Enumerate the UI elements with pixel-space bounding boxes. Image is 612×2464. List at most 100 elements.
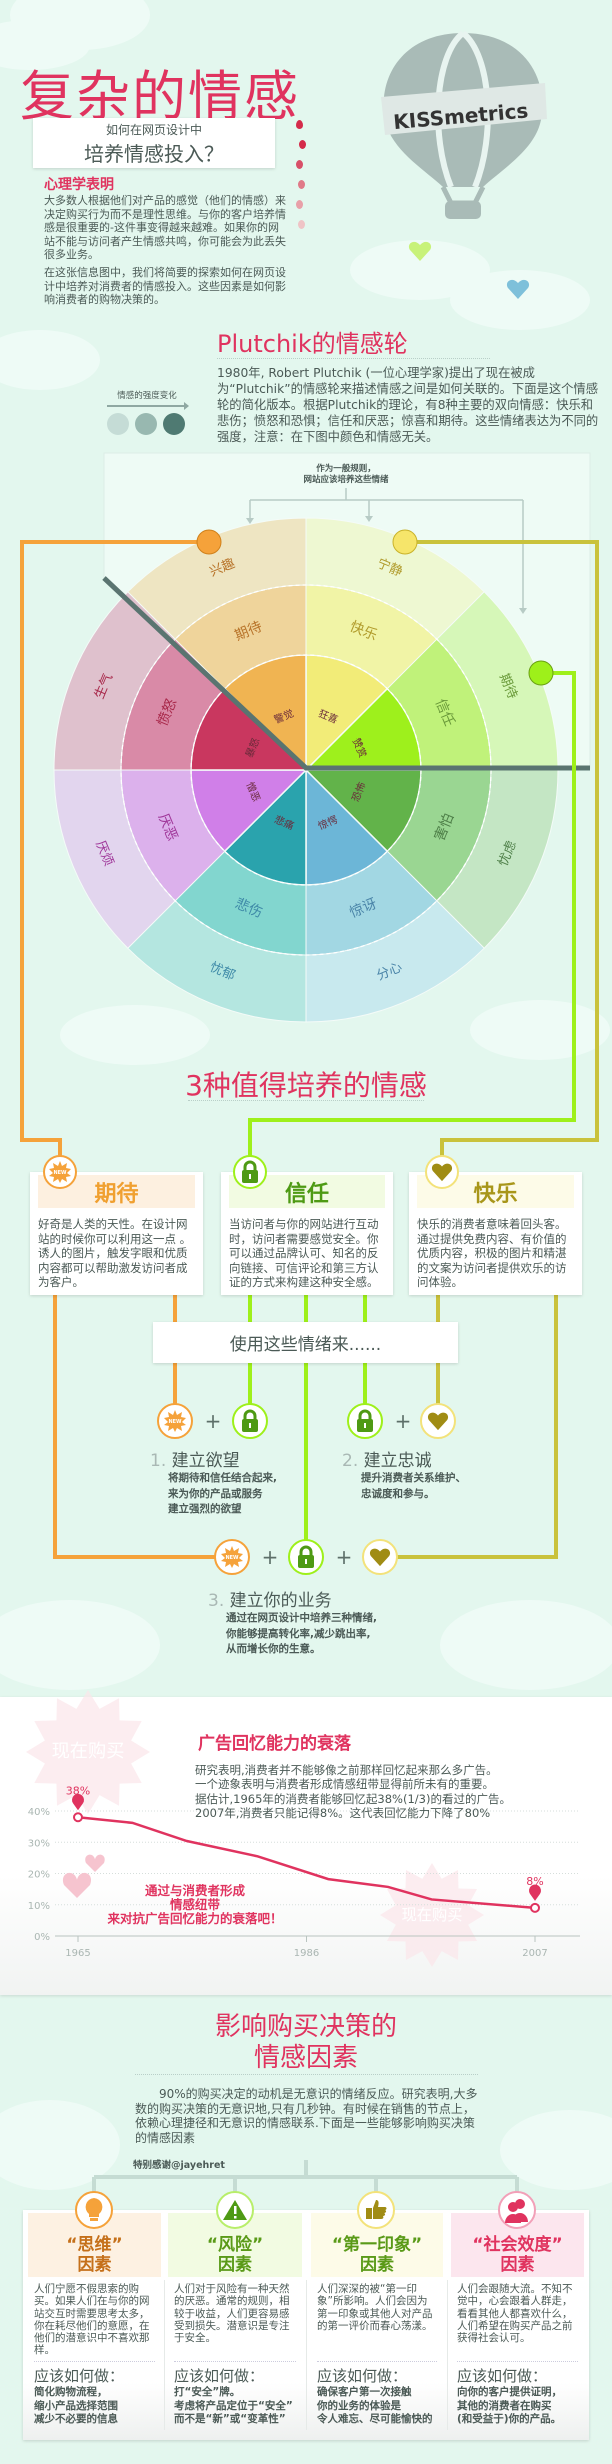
divider xyxy=(188,1100,424,1101)
action-line: 缩小产品选择范围 xyxy=(34,2399,118,2412)
combo-line: 从而增长你的生意。 xyxy=(226,1643,321,1655)
action-heading: 应该如何做： xyxy=(34,2367,125,2385)
thumbs-up-icon xyxy=(357,2191,395,2229)
factor-title: 因素 xyxy=(360,2255,394,2275)
plutchik-title: Plutchik的情感轮 xyxy=(217,330,408,358)
column-divider xyxy=(447,2280,448,2430)
lock-icon xyxy=(347,1403,383,1439)
factor-title: “第一印象” xyxy=(331,2235,423,2255)
emotion-card-anticipation: 期待 好奇是人类的天性。在设计网站的时候你可以利用这一点 。诱人的图片，触发字眼… xyxy=(30,1172,203,1295)
trust-node xyxy=(528,660,554,686)
factor-card-social-validity: “社会效度”因素 人们会跟随大流。不知不觉中，心会跟着人群走，看看其他人都喜欢什… xyxy=(451,2213,584,2427)
factor-body: 人们深深的被“第一印象”所影响。人们会因为第一印象或其他人对产品的第一评价而春心… xyxy=(317,2283,433,2332)
column-divider xyxy=(306,2280,307,2430)
chart-description-line: 据估计,1965年的消费者能够回忆起38%(1/3)的看过的广告。 xyxy=(195,1791,511,1806)
joy-node xyxy=(392,529,418,555)
combo-desire: 1. 建立欲望 将期待和信任结合起来, 来为你的产品或服务 建立强烈的欲望 xyxy=(150,1446,277,1518)
factor-card-first-impression: “第一印象”因素 人们深深的被“第一印象”所影响。人们会因为第一印象或其他人对产… xyxy=(311,2213,443,2427)
action-heading: 应该如何做： xyxy=(317,2367,408,2385)
combo-line: 建立强烈的欲望 xyxy=(168,1503,242,1515)
action-line: 打“安全”牌。 xyxy=(174,2386,241,2398)
combo-line: 提升消费者关系维护、 xyxy=(361,1472,466,1484)
warning-icon xyxy=(216,2191,254,2229)
chart-description-line: 一个迹象表明与消费者形成情感纽带显得前所未有的重要。 xyxy=(195,1777,494,1792)
panel-arrows xyxy=(249,488,524,610)
action-line: (和受益于)你的产品。 xyxy=(457,2413,562,2425)
combo-line: 通过在网页设计中培养三种情绪, xyxy=(226,1612,377,1624)
lock-icon xyxy=(288,1539,324,1575)
panel-note-line1: 作为一般规则， xyxy=(316,464,376,474)
chart-description-line: 研究表明,消费者并不能够像之前那样回忆起来那么多广告。 xyxy=(195,1763,498,1777)
emotion-card-joy: 快乐 快乐的消费者意味着回头客。通过提供免费内容、有价值的优质内容，积极的图片和… xyxy=(409,1172,582,1295)
factor-title: “风险” xyxy=(206,2235,264,2255)
factors-title-line1: 影响购买决策的 xyxy=(214,2012,397,2042)
panel-note: 作为一般规则， 网站应该培养这些情绪 xyxy=(266,464,426,486)
factor-card-risk: “风险”因素 人们对于风险有一种天然的厌恶。通常的规则，相较于收益，人们更容易感… xyxy=(168,2213,302,2427)
heart-icon xyxy=(362,1539,398,1575)
card-body: 好奇是人类的天性。在设计网站的时候你可以利用这一点 。诱人的图片，触发字眼和优质… xyxy=(38,1217,192,1289)
subtitle-box: 如何在网页设计中 培养情感投入？ xyxy=(33,118,275,168)
combo-title: 建立忠诚 xyxy=(363,1451,432,1471)
factor-body: 人们对于风险有一种天然的厌恶。通常的规则，相较于收益，人们更容易感受到损失。潜意… xyxy=(174,2283,290,2345)
intensity-high-dot xyxy=(163,413,185,435)
combo-line: 忠诚度和参与。 xyxy=(361,1487,435,1500)
svg-text:NEW: NEW xyxy=(53,1170,67,1176)
factor-body: 人们会跟随大流。不知不觉中，心会跟着人群走，看看其他人都喜欢什么，人们希望在购买… xyxy=(457,2283,573,2345)
action-line: 确保客户第一次接触 xyxy=(317,2386,412,2398)
combo-number: 3. xyxy=(208,1591,225,1611)
chart-description-line: 2007年,消费者只能记得8%。这代表回忆能力下降了80% xyxy=(195,1805,491,1820)
action-line: 其他的消费者在购买 xyxy=(457,2399,552,2412)
page-title: 复杂的情感 xyxy=(20,65,300,128)
intensity-low-dot xyxy=(107,413,129,435)
anticipation-node xyxy=(196,529,222,555)
cloud xyxy=(0,1600,160,1690)
factors-connector xyxy=(92,2160,519,2195)
factor-title: “思维” xyxy=(66,2235,123,2255)
cloud xyxy=(440,1600,612,1690)
plus-sign: + xyxy=(394,1409,412,1433)
cloud xyxy=(500,2110,612,2190)
cloud xyxy=(470,1000,610,1060)
card-body: 当访问者与你的网站进行互动时，访问者需要感觉安全。你可以通过品牌认可、知名的反向… xyxy=(229,1217,379,1289)
new-badge-icon: NEW xyxy=(214,1539,250,1575)
plus-sign: + xyxy=(261,1545,279,1569)
action-line: 考虑将产品定位于“安全” xyxy=(174,2399,293,2412)
new-badge-icon: NEW xyxy=(43,1155,77,1189)
credit-text: 特别感谢@jayehret xyxy=(133,2160,225,2171)
plus-sign: + xyxy=(204,1409,222,1433)
factors-title: 影响购买决策的 情感因素 xyxy=(0,2012,612,2074)
action-line: 你的业务的体验是 xyxy=(317,2399,401,2412)
action-line: 而不是“新”或“变革性” xyxy=(174,2413,286,2425)
cloud xyxy=(450,270,590,330)
action-line: 简化购物流程， xyxy=(34,2386,108,2398)
factors-paragraph: 90%的购买决定的动机是无意识的情绪反应。研究表明,大多数的购买决策的无意识地,… xyxy=(135,2087,478,2145)
lock-icon xyxy=(233,1155,267,1189)
heart-icon xyxy=(408,241,432,261)
intro-paragraph-2: 在这张信息图中，我们将简要的探索如何在网页设计中培养对消费者的情感投入。这些因素… xyxy=(44,266,286,306)
plutchik-paragraph: 1980年, Robert Plutchik (一位心理学家)提出了现在被成为“… xyxy=(217,366,599,444)
combo-title: 建立你的业务 xyxy=(229,1591,332,1611)
combo-line: 将期待和信任结合起来, xyxy=(168,1472,277,1484)
factor-title: 因素 xyxy=(500,2255,535,2275)
factors-title-line2: 情感因素 xyxy=(253,2043,358,2073)
action-heading: 应该如何做： xyxy=(457,2367,548,2385)
factor-body: 人们宁愿不假思索的购买。如果人们在与你的网站交互时需要思考太多，你在耗尽他们的意… xyxy=(34,2283,150,2357)
action-line: 向你的客户提供证明， xyxy=(457,2386,562,2398)
annotation-line: 通过与消费者形成 xyxy=(144,1883,245,1898)
chart-annotation: 通过与消费者形成 情感纽带 来对抗广告回忆能力的衰落吧！ xyxy=(95,1884,295,1926)
plus-sign: + xyxy=(335,1545,353,1569)
combo-number: 1. xyxy=(150,1451,167,1471)
divider xyxy=(217,358,490,359)
lightbulb-icon xyxy=(75,2191,113,2229)
combo-title: 建立欲望 xyxy=(171,1451,240,1471)
cloud xyxy=(60,1005,210,1065)
action-heading: 应该如何做： xyxy=(174,2367,265,2385)
hot-air-balloon-logo: KISSmetrics xyxy=(381,30,547,219)
intro-heading: 心理学表明 xyxy=(44,177,114,193)
action-line: 减少不必要的信息 xyxy=(34,2413,118,2425)
heart-icon xyxy=(425,1155,459,1189)
subtitle-line2: 培养情感投入？ xyxy=(84,142,224,166)
intensity-mid-dot xyxy=(135,413,157,435)
new-badge-icon: NEW xyxy=(157,1403,193,1439)
